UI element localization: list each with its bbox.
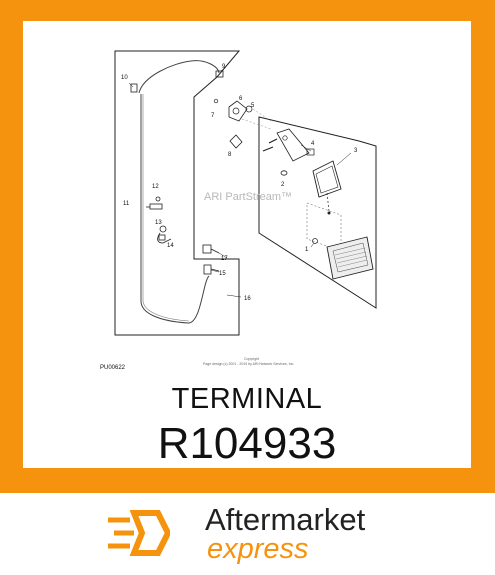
brand-name-aftermarket: Aftermarket xyxy=(205,502,366,537)
orange-frame: 10 9 6 5 7 8 4 3 2 1 12 11 13 14 17 15 1… xyxy=(0,0,495,493)
callout-5: 5 xyxy=(251,103,255,109)
parts-diagram: 10 9 6 5 7 8 4 3 2 1 12 11 13 14 17 15 1… xyxy=(100,50,377,371)
callout-6: 6 xyxy=(239,96,243,102)
callout-2: 2 xyxy=(281,182,285,188)
callout-12: 12 xyxy=(152,184,159,190)
copyright-line-1: Copyright xyxy=(244,357,259,361)
product-card: 10 9 6 5 7 8 4 3 2 1 12 11 13 14 17 15 1… xyxy=(23,21,471,468)
part-number: R104933 xyxy=(157,419,337,468)
callout-11: 11 xyxy=(123,201,130,207)
brand-name-express: express xyxy=(207,533,309,565)
callout-14: 14 xyxy=(167,243,174,249)
callout-16: 16 xyxy=(244,296,251,302)
callout-7: 7 xyxy=(211,113,215,119)
callout-10: 10 xyxy=(121,75,128,81)
callout-1: 1 xyxy=(305,247,309,253)
callout-13: 13 xyxy=(155,220,162,226)
brand-footer xyxy=(0,493,495,575)
callout-3: 3 xyxy=(354,148,358,154)
part-name: TERMINAL xyxy=(171,383,323,415)
delivery-hexagon-icon xyxy=(108,510,170,556)
figure-code: PU00622 xyxy=(100,365,126,371)
copyright-line-2: Page design (c) 2001 - 2019 by ARI Netwo… xyxy=(203,362,294,366)
callout-9: 9 xyxy=(222,64,226,70)
callout-15: 15 xyxy=(219,271,226,277)
watermark-text: ARI PartStream™ xyxy=(204,191,292,203)
callout-4: 4 xyxy=(311,141,315,147)
callout-8: 8 xyxy=(228,152,232,158)
callout-17: 17 xyxy=(221,256,228,262)
